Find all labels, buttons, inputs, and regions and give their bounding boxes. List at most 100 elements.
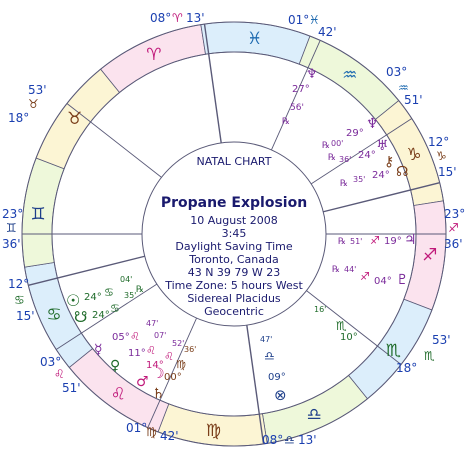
planet-mercury: ☿ 05° ♌ 47' <box>94 319 158 358</box>
chart-title: Propane Explosion <box>161 195 307 211</box>
cusp-label-7: 08° ♎ 13' <box>262 433 317 447</box>
svg-text:56': 56' <box>290 103 304 113</box>
svg-text:19°: 19° <box>384 236 402 247</box>
svg-text:11°: 11° <box>128 348 146 359</box>
house-cusp-line-3 <box>310 118 413 185</box>
svg-text:♋: ♋ <box>14 293 25 307</box>
cusp-label-5: 23° ♐ 36' <box>444 207 465 251</box>
svg-text:♊: ♊ <box>6 221 17 235</box>
scorpio-icon: ♏ <box>386 341 401 361</box>
part-of-fortune: 47' ♎ 09° ⊗ <box>260 335 287 404</box>
jupiter-icon: ♃ <box>404 232 417 248</box>
south-node-icon: ☋ <box>74 308 87 326</box>
svg-text:♌: ♌ <box>146 344 156 357</box>
planet-sun: ☉ 24° ♋ 04' <box>66 275 132 310</box>
libra-icon: ♎ <box>307 405 322 425</box>
leo-icon: ♌ <box>111 384 126 404</box>
cusp-label-1: 08° ♈ 13' <box>150 11 205 25</box>
svg-text:℞: ℞ <box>338 237 346 247</box>
svg-text:♍: ♍ <box>146 425 157 439</box>
svg-text:♐: ♐ <box>360 270 370 283</box>
svg-text:52': 52' <box>172 339 184 348</box>
house-cusp-line-8 <box>147 317 197 428</box>
svg-text:24°: 24° <box>92 310 110 321</box>
house-cusp-line-1 <box>203 23 222 143</box>
svg-text:47': 47' <box>146 319 158 328</box>
planet-pluto: ℞ 44' ♐ 04° ♇ <box>332 265 409 288</box>
svg-text:℞: ℞ <box>282 117 290 127</box>
svg-text:51': 51' <box>350 237 362 246</box>
svg-text:04': 04' <box>120 275 132 284</box>
moon-icon: ☽ <box>152 366 165 382</box>
svg-text:10°: 10° <box>340 332 358 343</box>
cusp-label-9: 03° ♌ 51' <box>40 355 81 395</box>
svg-text:♉: ♉ <box>28 97 39 111</box>
svg-text:℞: ℞ <box>328 153 336 163</box>
virgo-icon: ♍ <box>206 421 221 441</box>
svg-text:51': 51' <box>62 381 81 395</box>
svg-text:16': 16' <box>314 305 326 314</box>
svg-text:44': 44' <box>344 265 356 274</box>
chart-perspective: Geocentric <box>204 305 264 318</box>
svg-text:36': 36' <box>184 345 196 354</box>
svg-text:♎: ♎ <box>264 349 275 363</box>
scorpio-point: 16' ♏ 10° <box>314 305 358 343</box>
planet-neptune-upper: ♆ 27° 56' ℞ <box>282 67 318 127</box>
house-cusp-line-2 <box>271 40 321 151</box>
svg-text:℞: ℞ <box>322 141 330 151</box>
svg-text:42': 42' <box>160 429 179 443</box>
chart-timezone: Time Zone: 5 hours West <box>164 279 303 292</box>
svg-text:♓: ♓ <box>309 13 320 27</box>
cancer-icon: ♋ <box>46 305 61 325</box>
svg-text:℞: ℞ <box>340 179 348 189</box>
svg-text:24°: 24° <box>372 170 390 181</box>
planet-jupiter: ℞ 51' ♐ 19° ♃ <box>338 232 417 248</box>
pluto-icon: ♇ <box>396 272 409 288</box>
chart-coordinates: 43 N 39 79 W 23 <box>188 266 281 279</box>
svg-text:♒: ♒ <box>398 81 409 95</box>
svg-text:00': 00' <box>331 139 343 148</box>
planet-saturn: ♄ 00° ♍ 36' <box>152 345 196 402</box>
svg-text:♌: ♌ <box>54 367 65 381</box>
house-cusp-line-9 <box>55 283 158 350</box>
svg-text:07': 07' <box>154 331 166 340</box>
svg-text:♍: ♍ <box>176 358 186 371</box>
zodiac-glyphs: ♈♓♒♑♐♏♎♍♌♋♊♉ <box>30 29 437 441</box>
svg-text:♋: ♋ <box>110 302 120 315</box>
svg-text:♈: ♈ <box>172 11 183 25</box>
cusp-label-12: 53' ♉ 18° <box>8 83 47 125</box>
mercury-icon: ☿ <box>94 342 103 358</box>
cusp-label-4: 12° ♑ 15' <box>428 135 457 179</box>
svg-text:42': 42' <box>318 25 337 39</box>
planet-moon: ☽ <box>152 366 165 382</box>
cusp-label-8: 01° ♍ 42' <box>126 421 179 443</box>
svg-text:℞: ℞ <box>332 265 340 275</box>
svg-text:24°: 24° <box>358 150 376 161</box>
svg-text:24°: 24° <box>84 292 102 303</box>
house-cusp-line-10 <box>28 255 145 286</box>
svg-text:47': 47' <box>260 335 272 344</box>
gemini-icon: ♊ <box>30 204 45 224</box>
svg-text:29°: 29° <box>346 128 364 139</box>
chiron-icon: ⚷ <box>384 154 394 170</box>
house-cusp-line-4 <box>323 182 440 213</box>
svg-text:18°: 18° <box>8 111 29 125</box>
svg-text:03°: 03° <box>40 355 61 369</box>
svg-text:12°: 12° <box>8 277 29 291</box>
house-cusp-line-6 <box>306 290 402 365</box>
neptune-icon: ♆ <box>306 67 318 82</box>
saturn-icon: ♄ <box>152 386 165 402</box>
svg-text:04°: 04° <box>374 276 392 287</box>
svg-text:01°: 01° <box>126 421 147 435</box>
chart-location: Toronto, Canada <box>188 253 278 266</box>
chart-dst: Daylight Saving Time <box>175 240 292 253</box>
svg-text:35': 35' <box>124 291 136 300</box>
aquarius-icon: ♒ <box>342 66 357 86</box>
svg-text:03°: 03° <box>386 65 407 79</box>
pisces-icon: ♓ <box>247 29 262 49</box>
svg-text:♋: ♋ <box>104 286 114 299</box>
svg-text:51': 51' <box>404 93 423 107</box>
svg-text:13': 13' <box>186 11 205 25</box>
house-cusp-line-12 <box>66 103 162 178</box>
